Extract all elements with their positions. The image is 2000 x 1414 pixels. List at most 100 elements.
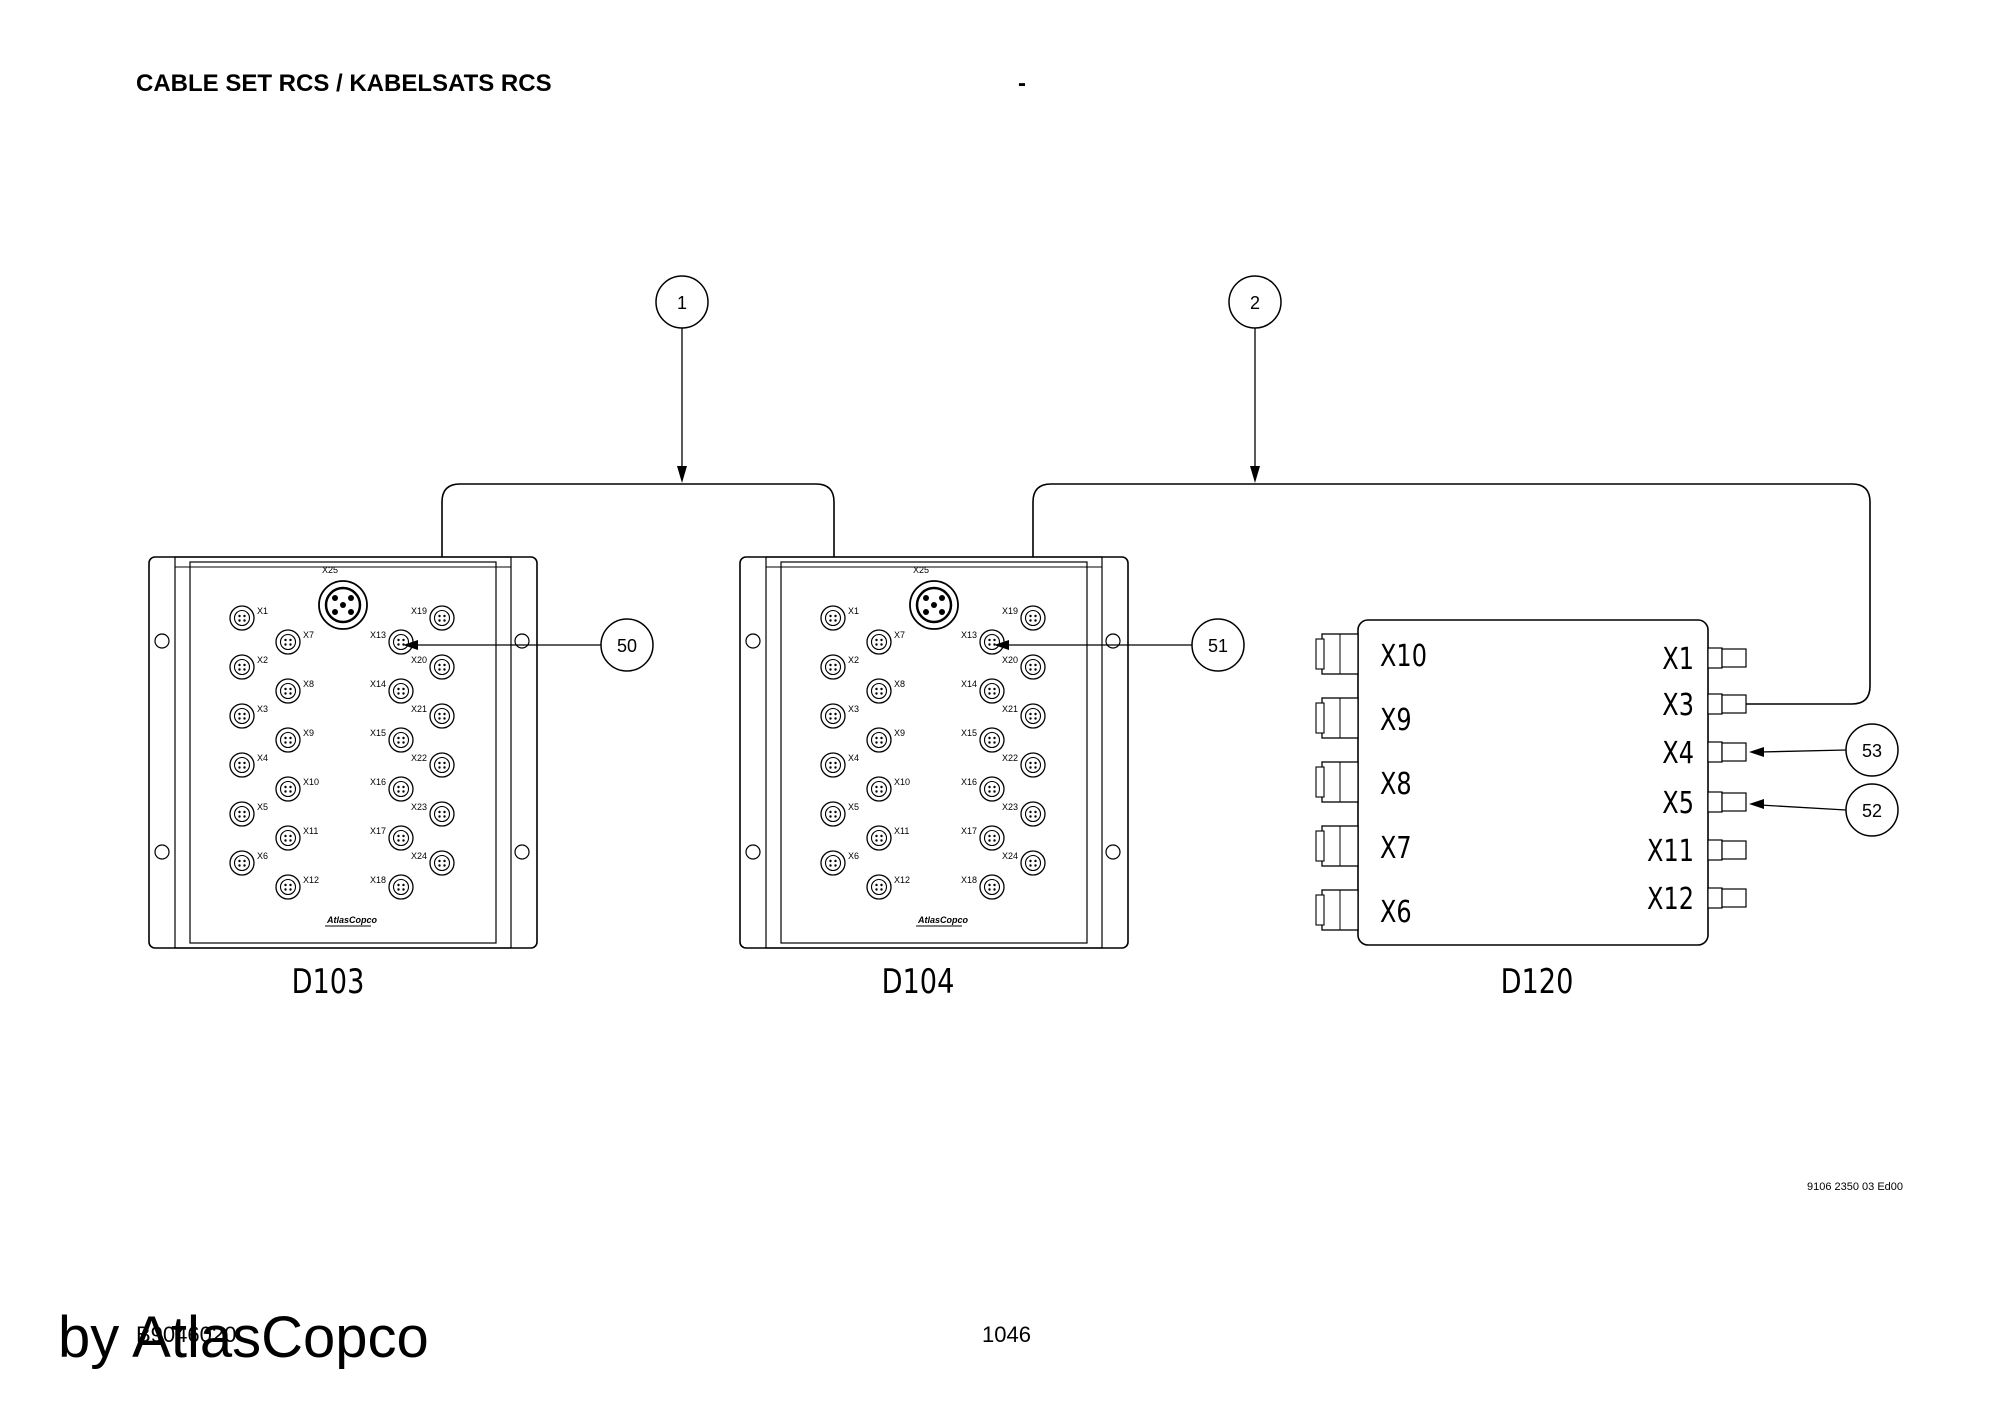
d103-brand-logo: AtlasCopco (326, 915, 378, 925)
d103-port-label: X21 (411, 704, 427, 714)
d120-port-label: X8 (1380, 767, 1412, 801)
d104-port-x21: X21 (1002, 703, 1046, 729)
d103-port-label: X8 (303, 679, 314, 689)
d120-port-x3: X3 (1662, 688, 1747, 723)
d104-port-label: X11 (894, 826, 909, 836)
header-dash: - (1018, 70, 1026, 97)
d104-port-x24: X24 (1002, 850, 1046, 876)
callout-2-label: 2 (1250, 293, 1260, 313)
d103-port-x24: X24 (411, 850, 455, 876)
d103-port-label: X2 (257, 655, 268, 665)
d103-port-x14: X14 (370, 678, 414, 704)
d104-port-x5: X5 (820, 801, 859, 827)
d104-port-x14: X14 (961, 678, 1005, 704)
d103-name: D103 (292, 962, 365, 1002)
d104-port-label: X10 (894, 777, 910, 787)
d120-port-x4: X4 (1662, 736, 1747, 771)
d120-port-label: X1 (1662, 642, 1694, 676)
d103-port-label: X23 (411, 802, 427, 812)
d104-port-label: X13 (961, 630, 977, 640)
d104-port-x6: X6 (820, 850, 859, 876)
d103-port-x8: X8 (275, 678, 314, 704)
d104-port-label: X8 (894, 679, 905, 689)
d104-port-x3: X3 (820, 703, 859, 729)
d103-port-label: X15 (370, 728, 386, 738)
d104-port-label: X4 (848, 753, 859, 763)
d104-port-label: X6 (848, 851, 859, 861)
d103-port-label: X7 (303, 630, 314, 640)
d120-port-x12: X12 (1647, 882, 1747, 917)
d104-port-label: X5 (848, 802, 859, 812)
d103-port-x10: X10 (275, 776, 319, 802)
d120-port-label: X6 (1380, 895, 1412, 929)
d104-port-x18: X18 (961, 874, 1005, 900)
d103-port-x22: X22 (411, 752, 455, 778)
d103-port-label: X20 (411, 655, 427, 665)
callout-52-label: 52 (1862, 801, 1882, 821)
d103-port-x12: X12 (275, 874, 319, 900)
d120-port-x9: X9 (1315, 697, 1412, 739)
d104-port-label: X7 (894, 630, 905, 640)
callout-53: 53 (1749, 723, 1899, 777)
d104-port-label: X14 (961, 679, 977, 689)
d104-port-x1: X1 (820, 605, 859, 631)
d104-port-x10: X10 (866, 776, 910, 802)
d104-port-x12: X12 (866, 874, 910, 900)
d103-port-label: X18 (370, 875, 386, 885)
d120-port-label: X5 (1662, 786, 1694, 820)
d104-port-x9: X9 (866, 727, 905, 753)
d120-port-x1: X1 (1662, 642, 1747, 677)
d104-port-x15: X15 (961, 727, 1005, 753)
d104-port-label: X15 (961, 728, 977, 738)
d103-port-label: X1 (257, 606, 268, 616)
d120-port-label: X12 (1647, 882, 1694, 916)
d120-port-label: X4 (1662, 736, 1694, 770)
d103-port-label: X3 (257, 704, 268, 714)
d103-port-x2: X2 (229, 654, 268, 680)
d104-port-x17: X17 (961, 825, 1005, 851)
d104-port-x4: X4 (820, 752, 859, 778)
callout-50-label: 50 (617, 636, 637, 656)
d104-port-x8: X8 (866, 678, 905, 704)
doc-code: B9046020 (136, 1322, 237, 1347)
d103-port-x19: X19 (411, 605, 455, 631)
d104-name: D104 (882, 962, 955, 1002)
d104-port-label: X21 (1002, 704, 1018, 714)
callout-53-label: 53 (1862, 741, 1882, 761)
callout-1-label: 1 (677, 293, 687, 313)
d104-port-label: X12 (894, 875, 910, 885)
d120-port-x11: X11 (1647, 834, 1747, 869)
page-title: CABLE SET RCS / KABELSATS RCS (136, 70, 552, 97)
d103-port-label: X5 (257, 802, 268, 812)
d103-port-x4: X4 (229, 752, 268, 778)
d104-port-label: X20 (1002, 655, 1018, 665)
d104-x25-connector (909, 580, 959, 630)
callout-52: 52 (1749, 783, 1899, 837)
d120-port-x8: X8 (1315, 761, 1412, 803)
d104-port-x22: X22 (1002, 752, 1046, 778)
d104-port-x23: X23 (1002, 801, 1046, 827)
d103-port-label: X24 (411, 851, 427, 861)
drawing-ref-code: 9106 2350 03 Ed00 (1807, 1181, 1903, 1193)
d120-port-label: X7 (1380, 831, 1412, 865)
d104-port-label: X3 (848, 704, 859, 714)
d103-port-label: X9 (303, 728, 314, 738)
d103-port-label: X12 (303, 875, 319, 885)
watermark: by AtlasCopco (58, 1305, 429, 1370)
d120-port-label: X11 (1647, 834, 1694, 868)
d103-port-x16: X16 (370, 776, 414, 802)
d120-port-x7: X7 (1315, 825, 1412, 867)
d103-port-x7: X7 (275, 629, 314, 655)
d103-port-label: X6 (257, 851, 268, 861)
d103-port-label: X10 (303, 777, 319, 787)
d103-port-x17: X17 (370, 825, 414, 851)
d120-port-x10: X10 (1315, 633, 1427, 675)
d104-port-x19: X19 (1002, 605, 1046, 631)
d103-port-x11: X11 (275, 825, 318, 851)
d103-port-label: X11 (303, 826, 318, 836)
d103-port-x5: X5 (229, 801, 268, 827)
d103-port-x20: X20 (411, 654, 455, 680)
d104-port-x11: X11 (866, 825, 909, 851)
d103-port-label: X13 (370, 630, 386, 640)
